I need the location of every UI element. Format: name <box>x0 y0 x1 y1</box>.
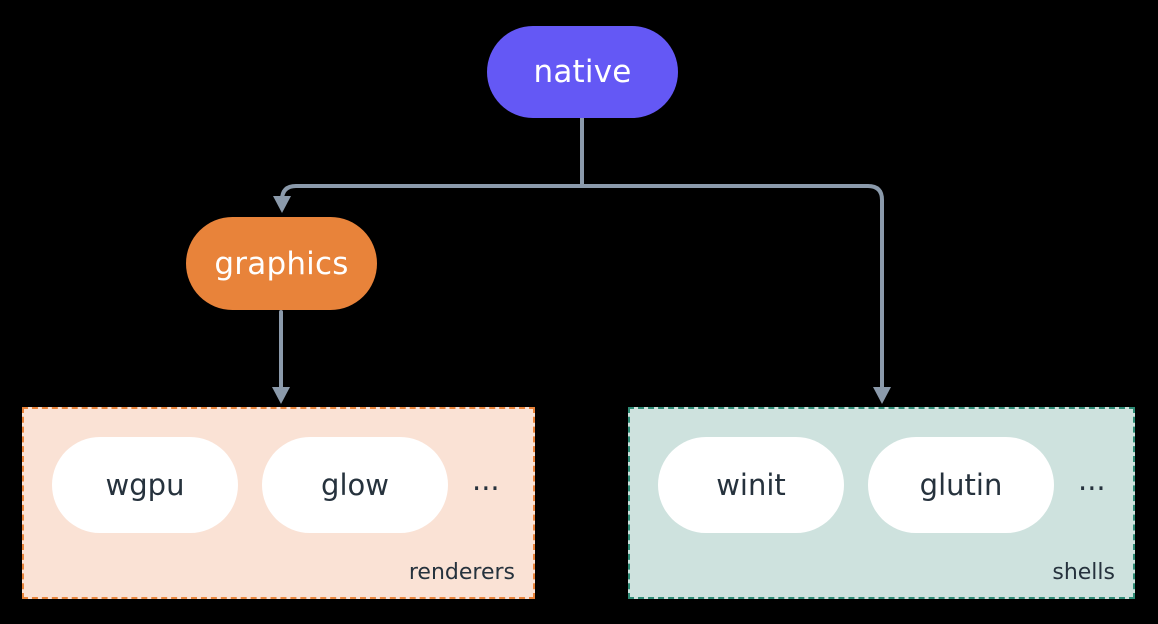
arrowhead-graphics-to-renderers <box>272 387 290 404</box>
node-graphics-label: graphics <box>214 245 349 282</box>
group-renderers-label: renderers <box>408 560 515 585</box>
leaf-pill-label: winit <box>716 468 786 502</box>
leaf-pill-wgpu[interactable]: wgpu <box>52 437 238 533</box>
group-renderers: wgpu glow ... renderers <box>22 407 535 599</box>
arrowhead-native-to-graphics <box>273 196 291 213</box>
group-shells-label: shells <box>1052 560 1115 585</box>
node-native-label: native <box>533 54 632 90</box>
group-shells-items: winit glutin ... <box>658 437 1106 533</box>
leaf-pill-label: glutin <box>919 468 1003 502</box>
edge-native-to-shells <box>580 184 884 390</box>
arrowhead-native-to-shells <box>873 387 891 404</box>
leaf-pill-glutin[interactable]: glutin <box>868 437 1054 533</box>
leaf-pill-label: wgpu <box>105 468 185 502</box>
group-renderers-items: wgpu glow ... <box>52 437 500 533</box>
node-graphics[interactable]: graphics <box>186 217 377 310</box>
node-native[interactable]: native <box>487 26 678 118</box>
leaf-pill-winit[interactable]: winit <box>658 437 844 533</box>
group-shells: winit glutin ... shells <box>628 407 1135 599</box>
edge-native-to-graphics <box>280 184 584 201</box>
renderers-ellipsis: ... <box>472 462 500 497</box>
leaf-pill-glow[interactable]: glow <box>262 437 448 533</box>
leaf-pill-label: glow <box>321 468 389 502</box>
shells-ellipsis: ... <box>1078 462 1106 497</box>
